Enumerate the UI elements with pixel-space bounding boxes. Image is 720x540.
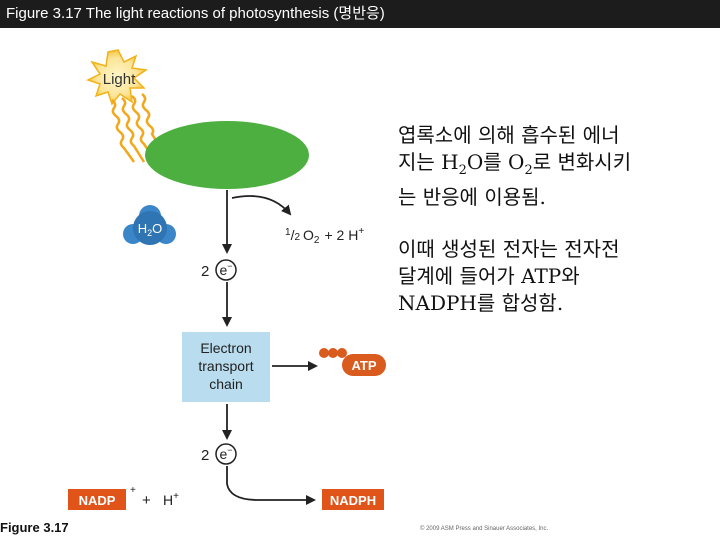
water-split-arrow	[231, 195, 292, 216]
svg-text:e−: e−	[219, 445, 232, 462]
figure-number-label: Figure 3.17	[0, 520, 69, 535]
atp-icon: ATP	[319, 348, 386, 376]
svg-text:Electron: Electron	[200, 340, 251, 356]
svg-text:H+: H+	[163, 491, 179, 508]
light-rays	[111, 93, 166, 163]
svg-text:+: +	[142, 492, 151, 509]
electrons-top: 2 e−	[201, 259, 237, 281]
svg-text:2: 2	[201, 263, 209, 280]
electron-to-nadph-arrow	[226, 466, 316, 505]
copyright-notice: © 2009 ASM Press and Sinauer Associates,…	[420, 526, 549, 532]
svg-text:chain: chain	[209, 376, 242, 392]
svg-text:+: +	[130, 485, 136, 496]
h2o-label: H2O	[138, 221, 163, 238]
nadph-product: NADPH	[322, 489, 384, 510]
figure-title: Figure 3.17 The light reactions of photo…	[0, 0, 720, 28]
sun-icon: Light	[86, 49, 149, 106]
svg-text:NADPH: NADPH	[330, 493, 376, 508]
chlorophyll-ellipse	[145, 121, 309, 189]
explanation-paragraph-1: 엽록소에 의해 흡수된 에너 지는 H2O를 O2로 변화시키 는 반응에 이용…	[398, 123, 632, 209]
electron-transport-chain-box: Electron transport chain	[182, 332, 270, 402]
water-molecule-icon: H2O	[123, 205, 176, 245]
nadp-reactants: NADP + + H+	[68, 485, 179, 510]
electrons-bottom: 2 e−	[201, 443, 237, 465]
svg-text:NADP: NADP	[79, 493, 116, 508]
svg-text:e−: e−	[219, 261, 232, 278]
svg-text:2: 2	[201, 447, 209, 464]
light-label: Light	[103, 71, 136, 88]
svg-text:transport: transport	[198, 358, 253, 374]
explanation-paragraph-2: 이때 생성된 전자는 전자전 달계에 들어가 ATP와 NADPH를 합성함.	[398, 237, 620, 315]
svg-text:ATP: ATP	[351, 358, 376, 373]
